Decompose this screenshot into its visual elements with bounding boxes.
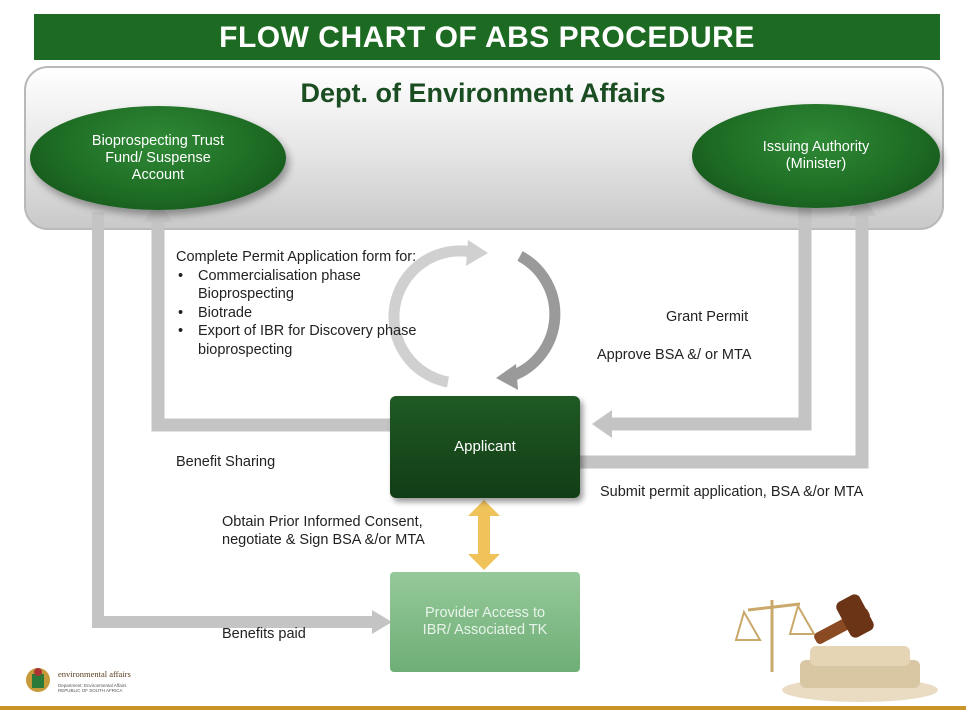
- node-issuing-authority: Issuing Authority (Minister): [692, 104, 940, 208]
- application-form-list: Complete Permit Application form for: Co…: [176, 248, 436, 359]
- page-title: FLOW CHART OF ABS PROCEDURE: [34, 14, 940, 60]
- node-trust-fund: Bioprospecting Trust Fund/ Suspense Acco…: [30, 106, 286, 210]
- arrowhead-benefits-paid: [372, 610, 392, 634]
- dept-title: Dept. of Environment Affairs: [300, 78, 666, 108]
- logo-emblem: [26, 668, 50, 692]
- application-form-intro: Complete Permit Application form for:: [176, 249, 417, 265]
- label-approve: Approve BSA &/ or MTA: [597, 347, 752, 363]
- logo-subtext: Department: Environmental Affairs REPUBL…: [58, 683, 127, 693]
- cycle-arrow-right: [509, 251, 561, 382]
- list-item: Biotrade: [178, 304, 436, 323]
- double-arrow-pic: [468, 500, 500, 570]
- arrow-benefit-sharing: [151, 215, 390, 432]
- arrow-submit: [580, 212, 869, 469]
- logo-name: environmental affairs: [58, 669, 131, 679]
- arrow-grant-permit: [610, 208, 812, 431]
- arrowhead-benefit-sharing: [144, 198, 172, 222]
- list-item: Commercialisation phase Bioprospecting: [178, 267, 436, 304]
- label-benefits-paid: Benefits paid: [222, 626, 306, 642]
- label-grant-permit: Grant Permit: [666, 309, 749, 325]
- list-item: Export of IBR for Discovery phase biopro…: [178, 322, 436, 359]
- arrowhead-grant-permit: [592, 410, 612, 438]
- node-provider: Provider Access to IBR/ Associated TK: [390, 572, 580, 672]
- label-obtain-pic: Obtain Prior Informed Consent, negotiate…: [222, 514, 425, 548]
- label-benefit-sharing: Benefit Sharing: [176, 454, 276, 470]
- node-applicant: Applicant: [390, 396, 580, 498]
- footer-accent-line: [0, 706, 966, 710]
- arrowhead-submit: [848, 194, 876, 216]
- label-submit: Submit permit application, BSA &/or MTA: [600, 484, 864, 500]
- arrow-benefits-paid: [92, 212, 372, 628]
